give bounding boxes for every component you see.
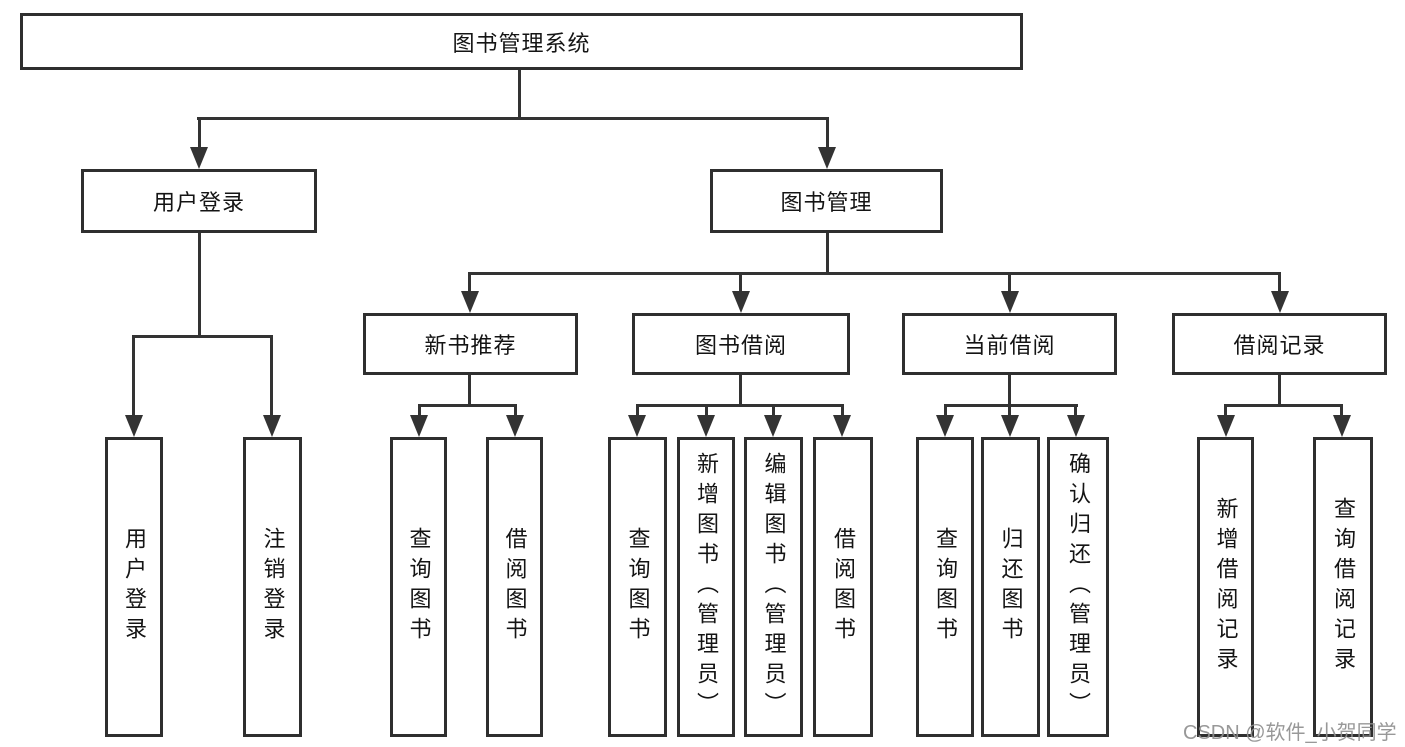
arrowhead-icon [764,415,782,437]
connector-line [944,404,1078,407]
connector-line [1008,273,1011,296]
arrowhead-icon [1271,291,1289,313]
connector-line [1278,273,1281,296]
leaf-newbook-borrow-books: 借阅图书 [486,437,543,737]
arrowhead-icon [1067,415,1085,437]
node-borrow-record: 借阅记录 [1172,313,1387,375]
arrowhead-icon [818,147,836,169]
leaf-current-return-books: 归还图书 [981,437,1040,737]
connector-line [468,375,471,405]
connector-line [1074,405,1077,418]
node-root: 图书管理系统 [20,13,1023,70]
arrowhead-icon [732,291,750,313]
leaf-record-add-borrow-record: 新增借阅记录 [1197,437,1254,737]
connector-line [418,404,517,407]
arrowhead-icon [833,415,851,437]
arrowhead-icon [125,415,143,437]
leaf-current-query-books: 查询图书 [916,437,974,737]
node-book-management: 图书管理 [710,169,943,233]
node-book-borrow: 图书借阅 [632,313,850,375]
arrowhead-icon [190,147,208,169]
arrowhead-icon [1001,291,1019,313]
connector-line [468,272,1281,275]
node-new-book-recommend: 新书推荐 [363,313,578,375]
connector-line [772,405,775,418]
leaf-borrow-query-books: 查询图书 [608,437,667,737]
connector-line [198,233,201,336]
connector-line [132,335,273,338]
connector-line [1340,405,1343,418]
arrowhead-icon [410,415,428,437]
connector-line [636,405,639,418]
connector-line [1008,375,1011,405]
leaf-logout-action: 注销登录 [243,437,302,737]
connector-line [1008,405,1011,418]
arrowhead-icon [697,415,715,437]
leaf-current-confirm-return-admin: 确认归还（管理员） [1047,437,1109,737]
arrowhead-icon [936,415,954,437]
leaf-borrow-borrow-books: 借阅图书 [813,437,873,737]
connector-line [841,405,844,418]
arrowhead-icon [1217,415,1235,437]
connector-line [132,336,135,417]
arrowhead-icon [263,415,281,437]
leaf-borrow-edit-books-admin: 编辑图书（管理员） [744,437,803,737]
connector-line [518,70,521,118]
csdn-watermark: CSDN @软件_小贺同学 [1183,722,1397,744]
connector-line [826,233,829,273]
node-user-login: 用户登录 [81,169,317,233]
leaf-borrow-add-books-admin: 新增图书（管理员） [677,437,735,737]
leaf-newbook-query-books: 查询图书 [390,437,447,737]
connector-line [739,375,742,405]
arrowhead-icon [628,415,646,437]
node-current-borrow: 当前借阅 [902,313,1117,375]
leaf-user-login-action: 用户登录 [105,437,163,737]
connector-line [468,273,471,296]
arrowhead-icon [506,415,524,437]
connector-line [826,118,829,152]
connector-line [1224,404,1343,407]
arrowhead-icon [1333,415,1351,437]
connector-line [636,404,844,407]
connector-line [739,273,742,296]
connector-line [514,405,517,418]
connector-line [705,405,708,418]
connector-line [270,336,273,417]
connector-line [944,405,947,418]
connector-line [1224,405,1227,418]
arrowhead-icon [461,291,479,313]
connector-line [197,117,829,120]
connector-line [198,118,201,152]
leaf-record-query-borrow-record: 查询借阅记录 [1313,437,1373,737]
connector-line [1278,375,1281,405]
connector-line [418,405,421,418]
arrowhead-icon [1001,415,1019,437]
